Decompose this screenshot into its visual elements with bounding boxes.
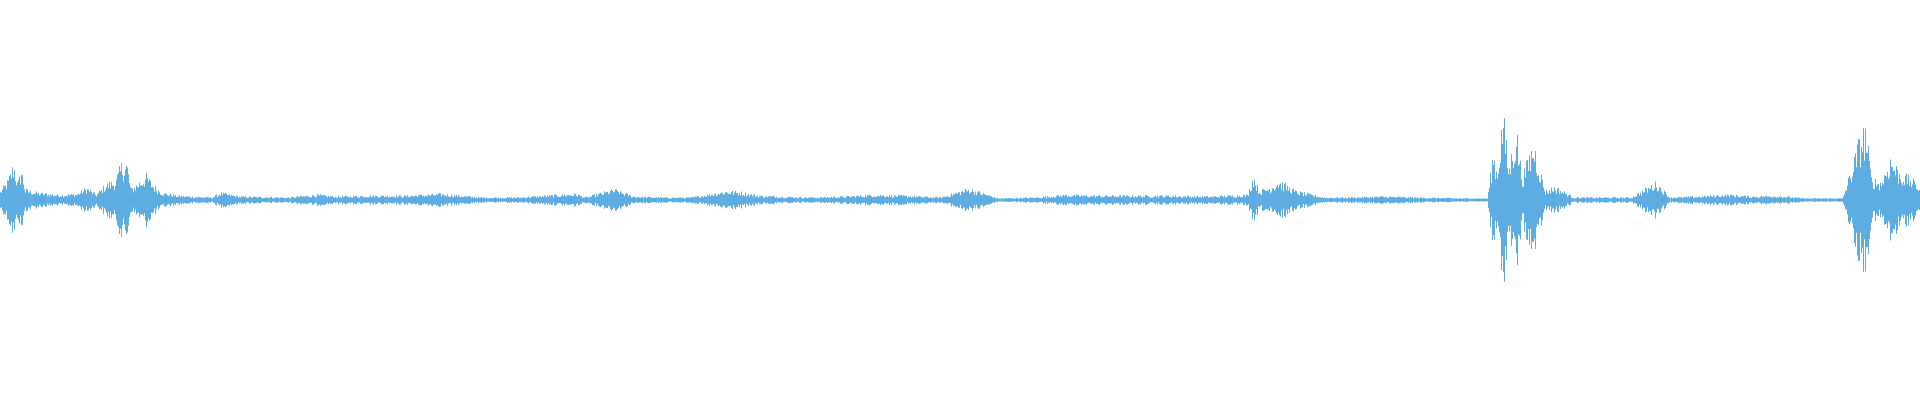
waveform-bars xyxy=(0,118,1920,282)
